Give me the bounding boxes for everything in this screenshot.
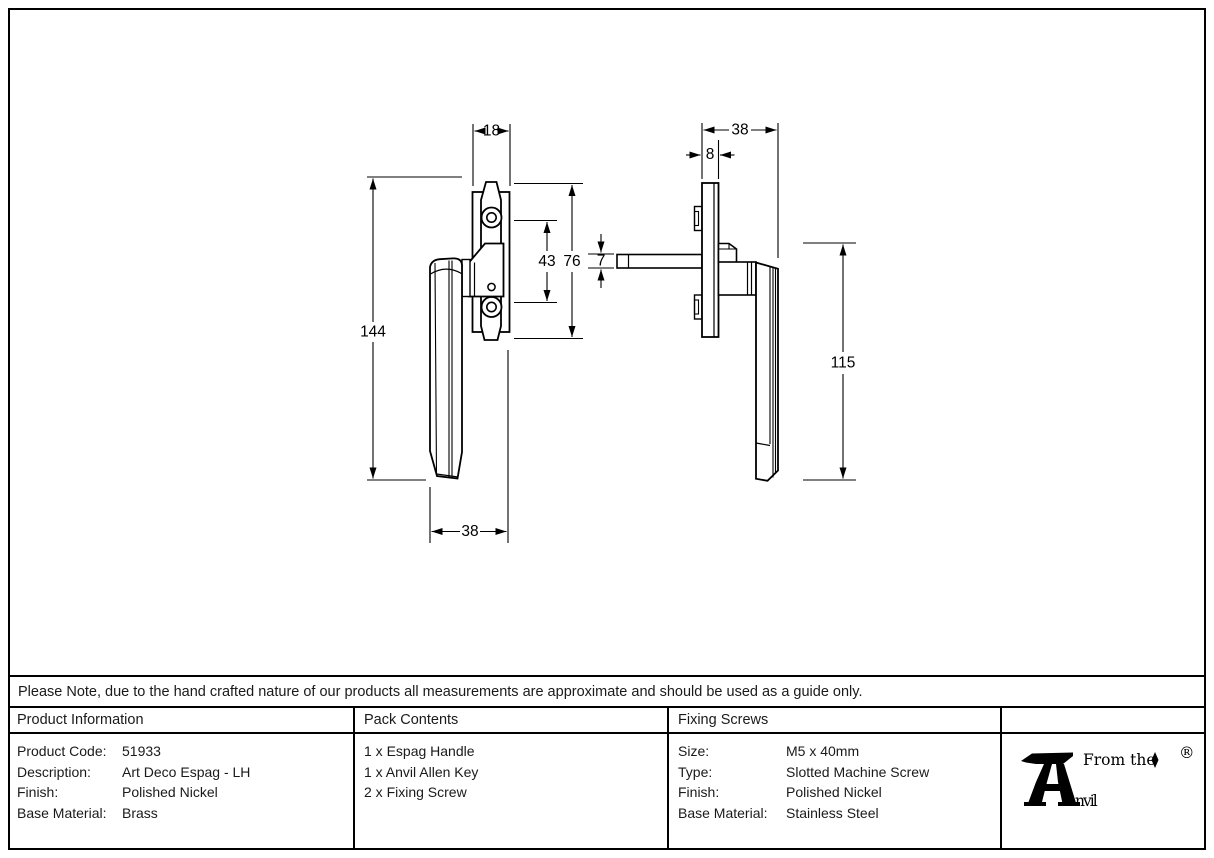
brand-wordmark: nvil (1075, 792, 1098, 810)
dim-side-projection: 38 (731, 122, 748, 139)
row-value: Polished Nickel (786, 784, 882, 801)
table-row: Product Code: 51933 (17, 741, 353, 762)
row-label: Base Material: (17, 804, 107, 821)
front-screw-hole-top (480, 206, 503, 229)
front-lever (429, 257, 463, 480)
fixing-screws-cell: Size: M5 x 40mm Type: Slotted Machine Sc… (669, 734, 1002, 850)
dim-spindle-size: 7 (597, 253, 606, 270)
side-hub (717, 261, 757, 296)
row-label: Product Code: (17, 743, 107, 759)
list-item: 2 x Fixing Screw (364, 784, 467, 801)
front-neck (461, 258, 471, 298)
front-view-handle (429, 181, 511, 480)
row-value: Art Deco Espag - LH (122, 763, 251, 780)
from-the-anvil-logo: nvil From the ® (1020, 744, 1195, 810)
row-label: Finish: (17, 784, 59, 801)
header-pack-contents: Pack Contents (355, 708, 669, 734)
row-label: Base Material: (678, 804, 768, 821)
row-label: Size: (678, 743, 710, 759)
header-logo-cell (1002, 708, 1206, 734)
row-value: Slotted Machine Screw (786, 763, 930, 780)
front-grub-screw-hole (487, 282, 496, 292)
table-row: Size: M5 x 40mm (678, 741, 1000, 762)
side-neck-top (717, 242, 738, 262)
table-row: Finish: Polished Nickel (678, 782, 1000, 803)
header-product-information: Product Information (8, 708, 355, 734)
registered-mark: ® (1179, 744, 1195, 762)
side-lever (755, 261, 779, 482)
note-text: Please Note, due to the hand crafted nat… (18, 683, 863, 700)
table-row: Type: Slotted Machine Screw (678, 762, 1000, 783)
dim-front-plate-height: 76 (563, 253, 580, 270)
technical-drawing: 18 144 43 76 7 38 (360, 122, 856, 543)
anvil-icon (1020, 752, 1080, 806)
side-backplate (701, 182, 720, 338)
brand-logo: nvil From the ® (1002, 734, 1206, 850)
row-label: Type: (678, 763, 713, 780)
row-value: Brass (122, 804, 158, 821)
table-row: Finish: Polished Nickel (17, 782, 353, 803)
list-item: 1 x Espag Handle (364, 743, 475, 759)
spec-table: Product Information Pack Contents Fixing… (8, 708, 1206, 850)
front-view-dimensions (367, 124, 614, 543)
row-value: M5 x 40mm (786, 743, 860, 759)
diamond-icon (1151, 752, 1158, 768)
front-screw-hole-bottom (480, 296, 503, 318)
brand-tagline: From the (1083, 751, 1156, 769)
table-row: Base Material: Stainless Steel (678, 803, 1000, 824)
row-label: Description: (17, 763, 91, 780)
table-row: Base Material: Brass (17, 803, 353, 824)
row-value: Stainless Steel (786, 804, 879, 821)
dim-front-projection: 38 (461, 523, 478, 540)
list-item: 1 x Anvil Allen Key (364, 763, 479, 780)
side-spindle (616, 253, 703, 269)
product-information-cell: Product Code: 51933 Description: Art Dec… (8, 734, 355, 850)
side-view-dimensions (686, 123, 856, 481)
dim-front-total-height: 144 (360, 324, 386, 341)
row-value: Polished Nickel (122, 784, 218, 801)
dim-front-hole-spacing: 43 (538, 253, 555, 270)
header-fixing-screws: Fixing Screws (669, 708, 1002, 734)
pack-contents-cell: 1 x Espag Handle 1 x Anvil Allen Key 2 x… (355, 734, 669, 850)
dim-front-width: 18 (483, 123, 500, 140)
note-row: Please Note, due to the hand crafted nat… (8, 675, 1206, 708)
dim-side-plate-depth: 8 (706, 146, 715, 163)
row-value: 51933 (122, 743, 161, 759)
side-view-handle (616, 182, 779, 482)
dim-side-handle-drop: 115 (831, 355, 856, 372)
table-row: Description: Art Deco Espag - LH (17, 762, 353, 783)
row-label: Finish: (678, 784, 720, 801)
